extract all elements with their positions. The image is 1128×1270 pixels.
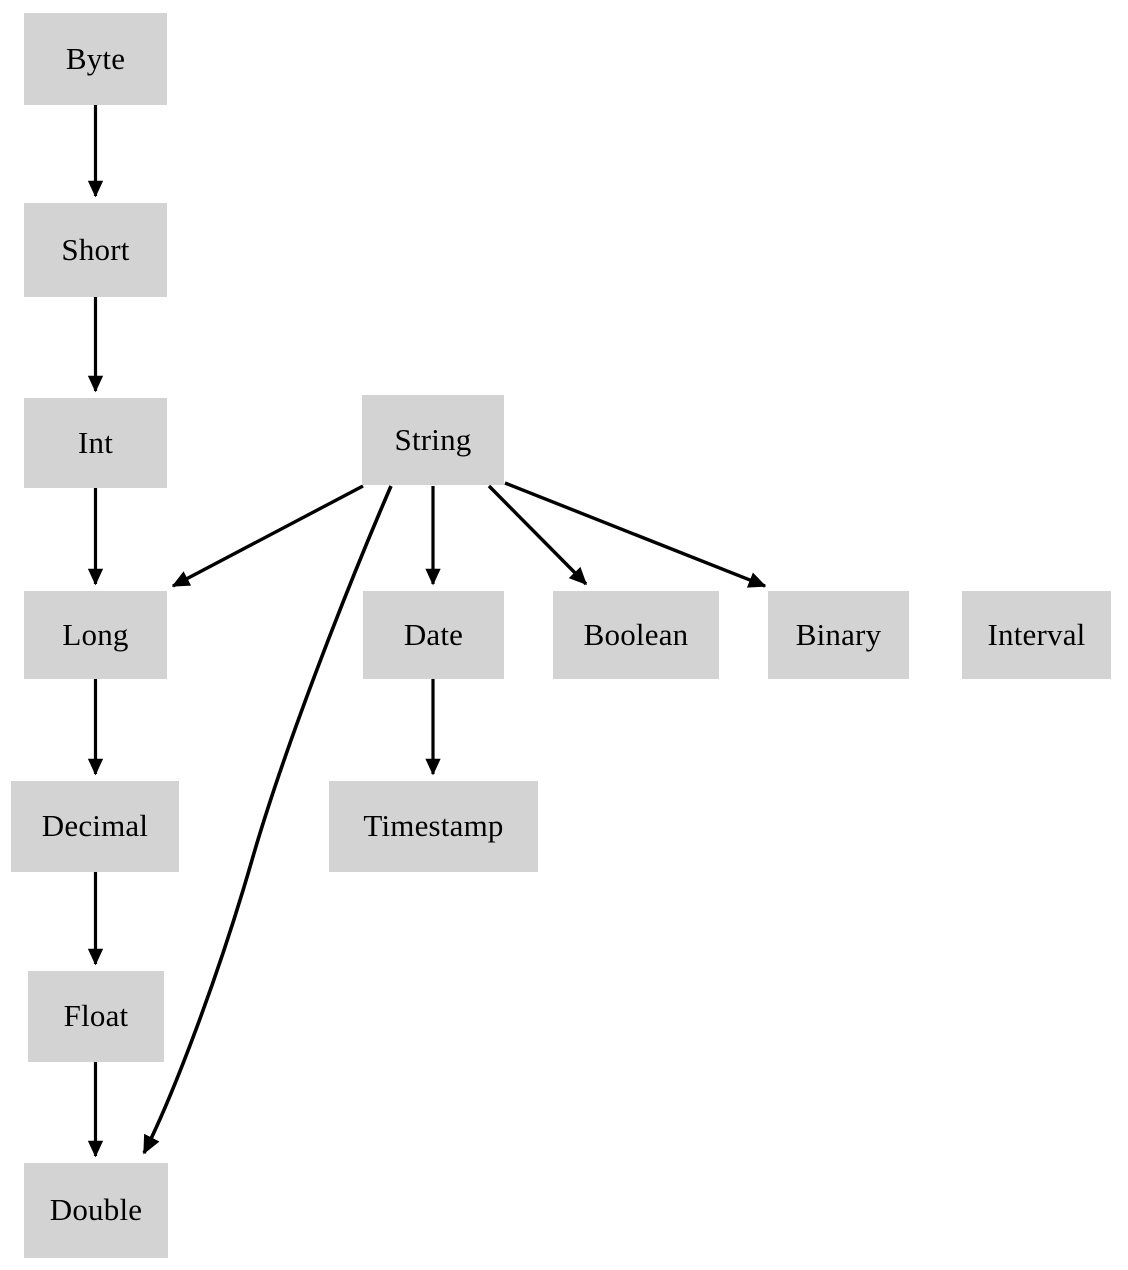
node-int[interactable]: Int (24, 398, 167, 488)
node-binary-label: Binary (795, 616, 882, 652)
node-int-label: Int (77, 424, 114, 460)
node-binary[interactable]: Binary (768, 591, 909, 679)
node-timestamp-label: Timestamp (363, 808, 504, 843)
node-string[interactable]: String (362, 395, 504, 485)
node-date[interactable]: Date (363, 591, 504, 679)
node-float-label: Float (63, 998, 129, 1033)
node-double[interactable]: Double (24, 1163, 168, 1258)
edge-string-boolean (487, 484, 588, 586)
node-boolean[interactable]: Boolean (553, 591, 719, 679)
node-interval-label: Interval (987, 616, 1086, 652)
node-string-label: String (394, 421, 472, 457)
node-decimal-label: Decimal (41, 808, 149, 843)
node-long-label: Long (62, 616, 129, 652)
node-byte-label: Byte (65, 40, 126, 76)
node-decimal[interactable]: Decimal (11, 781, 179, 872)
node-float[interactable]: Float (28, 971, 164, 1062)
node-long[interactable]: Long (24, 591, 167, 679)
node-byte[interactable]: Byte (24, 13, 167, 105)
node-short-label: Short (61, 231, 130, 267)
edge-string-binary (504, 481, 767, 588)
node-double-label: Double (49, 1192, 143, 1227)
node-interval[interactable]: Interval (962, 591, 1111, 679)
edge-string-long (171, 484, 364, 588)
node-short[interactable]: Short (24, 203, 167, 297)
node-date-label: Date (403, 616, 464, 652)
node-timestamp[interactable]: Timestamp (329, 781, 538, 872)
node-boolean-label: Boolean (583, 616, 689, 652)
